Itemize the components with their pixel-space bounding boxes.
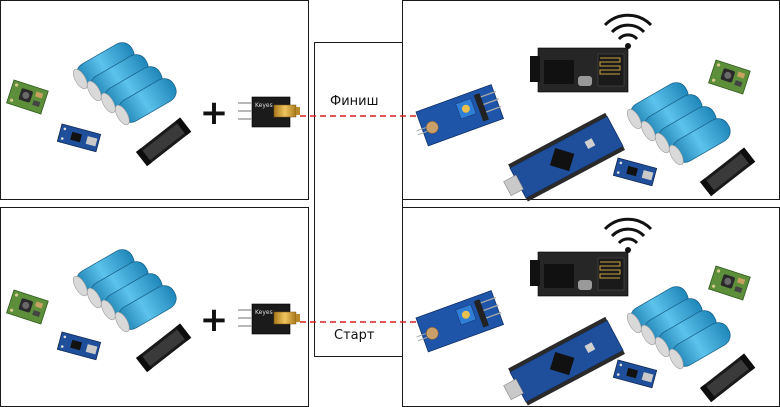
charger-module-icon bbox=[612, 157, 658, 187]
battery-holder-icon bbox=[700, 147, 756, 197]
wifi-icon bbox=[603, 13, 653, 51]
radio-module-icon bbox=[529, 251, 629, 297]
center-connector-box bbox=[314, 42, 403, 357]
arduino-nano-icon bbox=[497, 112, 626, 208]
photoresistor-module-icon bbox=[409, 83, 507, 149]
finish-label: Финиш bbox=[330, 94, 379, 109]
start-label: Старт bbox=[334, 328, 375, 343]
plus-sign-bottom: + bbox=[200, 300, 229, 340]
radio-module-icon bbox=[529, 47, 629, 93]
dcdc-module-icon bbox=[708, 59, 751, 95]
battery-holder-icon bbox=[700, 353, 756, 403]
arduino-nano-icon bbox=[497, 316, 626, 407]
charger-module-icon bbox=[56, 331, 102, 361]
battery-pack-icon bbox=[69, 38, 181, 129]
battery-holder-icon bbox=[136, 323, 192, 373]
dcdc-module-icon bbox=[6, 79, 49, 115]
laser-module-icon bbox=[237, 96, 301, 128]
dcdc-module-icon bbox=[6, 289, 49, 325]
battery-holder-icon bbox=[136, 117, 192, 167]
plus-sign-top: + bbox=[200, 93, 229, 133]
charger-module-icon bbox=[612, 359, 658, 389]
battery-pack-icon bbox=[69, 245, 181, 336]
battery-pack-icon bbox=[623, 78, 735, 169]
wifi-icon bbox=[603, 217, 653, 255]
battery-pack-icon bbox=[623, 282, 735, 373]
photoresistor-module-icon bbox=[409, 289, 507, 355]
laser-module-icon bbox=[237, 303, 301, 335]
dcdc-module-icon bbox=[708, 265, 751, 301]
charger-module-icon bbox=[56, 123, 102, 153]
bottom-right-components bbox=[409, 217, 756, 407]
top-left-components bbox=[6, 38, 301, 167]
bottom-left-components bbox=[6, 245, 301, 373]
top-right-components bbox=[409, 13, 756, 208]
